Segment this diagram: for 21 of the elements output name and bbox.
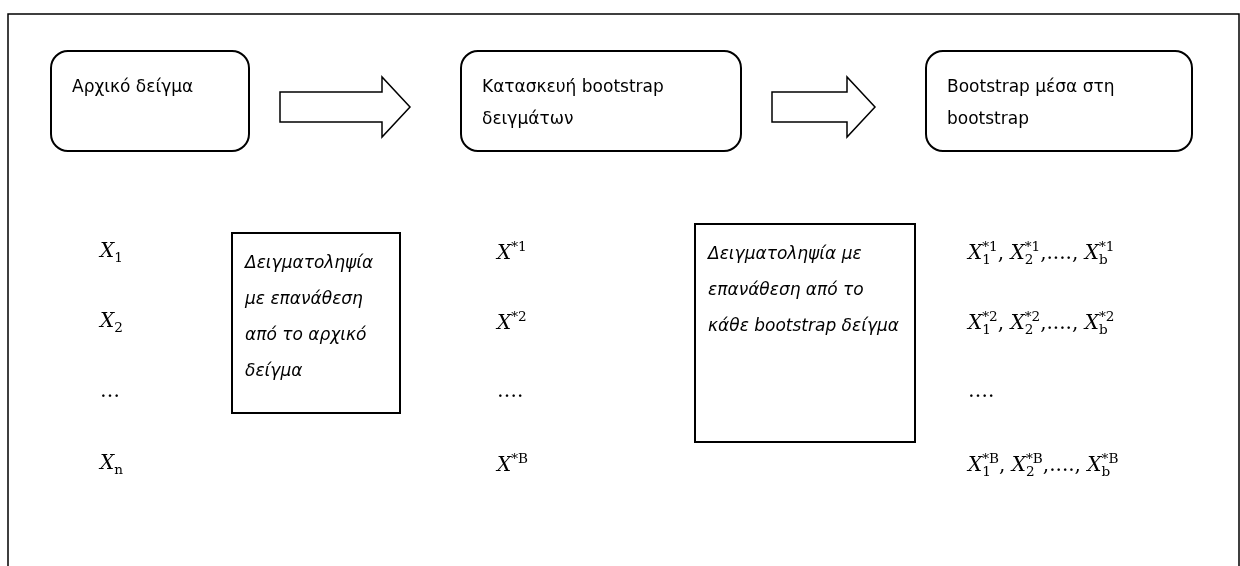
math-label: … (100, 378, 120, 402)
box-text: Δειγματοληψία με επανάθεση από το κάθε bootstrap δείγμα (708, 242, 901, 337)
math-label: X$_{n}$ (100, 450, 123, 477)
math-label: …. (968, 378, 995, 402)
block-arrow (771, 75, 877, 139)
process-box (460, 50, 742, 152)
process-box (925, 50, 1193, 152)
note-box (694, 223, 916, 443)
math-label: X$^{*B}$ (497, 450, 529, 476)
math-label: …. (497, 378, 524, 402)
math-label: X$_{2}$ (100, 308, 123, 335)
math-label: X$_{1}$ (100, 238, 123, 265)
math-label: X$^{*2}$ (497, 308, 527, 334)
box-text: Δειγματοληψία με επανάθεση από το αρχικό δείγμα (245, 251, 375, 382)
box-text: Κατασκευή bootstrap δειγμάτων (482, 75, 665, 130)
block-arrow (279, 75, 412, 139)
math-label: X$^{*1}$ (497, 238, 527, 264)
note-box (231, 232, 401, 414)
process-box (50, 50, 250, 152)
box-text: Bootstrap μέσα στη bootstrap (947, 75, 1116, 130)
box-text: Αρχικό δείγμα (72, 75, 195, 98)
